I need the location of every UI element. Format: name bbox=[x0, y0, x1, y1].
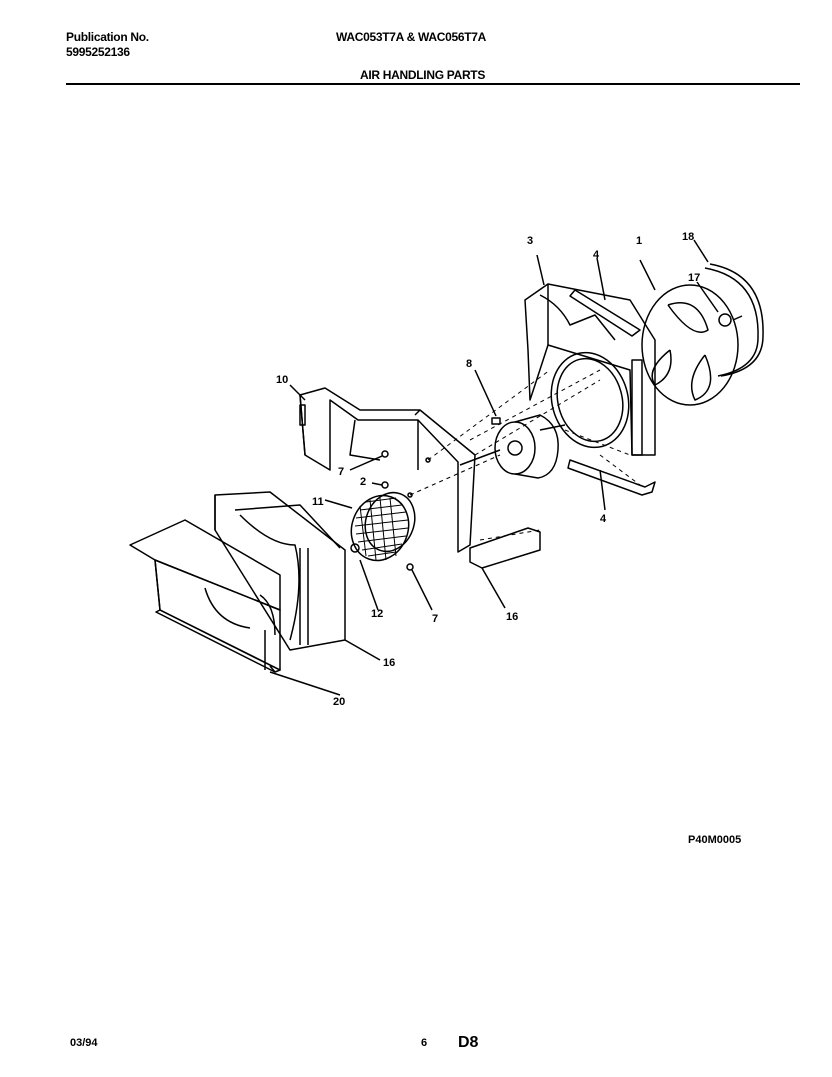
callout-17: 17 bbox=[688, 272, 701, 284]
callout-2: 2 bbox=[360, 476, 367, 488]
callout-11: 11 bbox=[312, 496, 324, 508]
callout-16-right: 16 bbox=[506, 611, 519, 623]
footer-date: 03/94 bbox=[70, 1037, 98, 1049]
part-16-scroll-housing bbox=[214, 491, 381, 661]
callout-18: 18 bbox=[682, 231, 695, 243]
callout-3: 3 bbox=[527, 235, 534, 247]
footer-section: D8 bbox=[458, 1034, 479, 1051]
callout-1: 1 bbox=[636, 235, 643, 247]
part-1-condenser-fan bbox=[639, 259, 739, 406]
part-3-shroud bbox=[524, 254, 656, 456]
part-4-top-rail bbox=[569, 257, 641, 337]
diagram-code: P40M0005 bbox=[688, 834, 742, 846]
publication-label: Publication No. bbox=[66, 30, 149, 44]
publication-number: 5995252136 bbox=[66, 45, 130, 59]
callout-4-bottom: 4 bbox=[600, 513, 607, 525]
part-11-blower-wheel bbox=[324, 491, 416, 611]
part-7-screw-upper bbox=[349, 450, 389, 471]
part-20-front-housing bbox=[129, 519, 341, 696]
part-2-clip bbox=[371, 457, 431, 498]
part-4-bottom-rail bbox=[567, 459, 656, 511]
footer-page: 6 bbox=[421, 1037, 428, 1049]
part-10-duct-plate bbox=[289, 384, 476, 553]
callout-4-top: 4 bbox=[593, 249, 600, 261]
callout-16-left: 16 bbox=[383, 657, 396, 669]
assembly-guide-lines bbox=[409, 369, 641, 541]
part-17-nut bbox=[696, 281, 743, 327]
callout-12: 12 bbox=[371, 608, 384, 620]
callout-7-lower: 7 bbox=[432, 613, 439, 625]
part-8-fan-motor bbox=[459, 369, 566, 479]
part-7-screw-lower bbox=[406, 563, 433, 611]
callout-10: 10 bbox=[276, 374, 289, 386]
callout-8: 8 bbox=[466, 358, 473, 370]
callout-20: 20 bbox=[333, 696, 346, 708]
callout-7-upper: 7 bbox=[338, 466, 345, 478]
part-16-base-bracket bbox=[469, 527, 541, 609]
header-rule bbox=[66, 83, 800, 85]
part-18-retainer bbox=[693, 239, 764, 377]
model-numbers: WAC053T7A & WAC056T7A bbox=[336, 30, 486, 44]
section-title: AIR HANDLING PARTS bbox=[360, 68, 486, 82]
